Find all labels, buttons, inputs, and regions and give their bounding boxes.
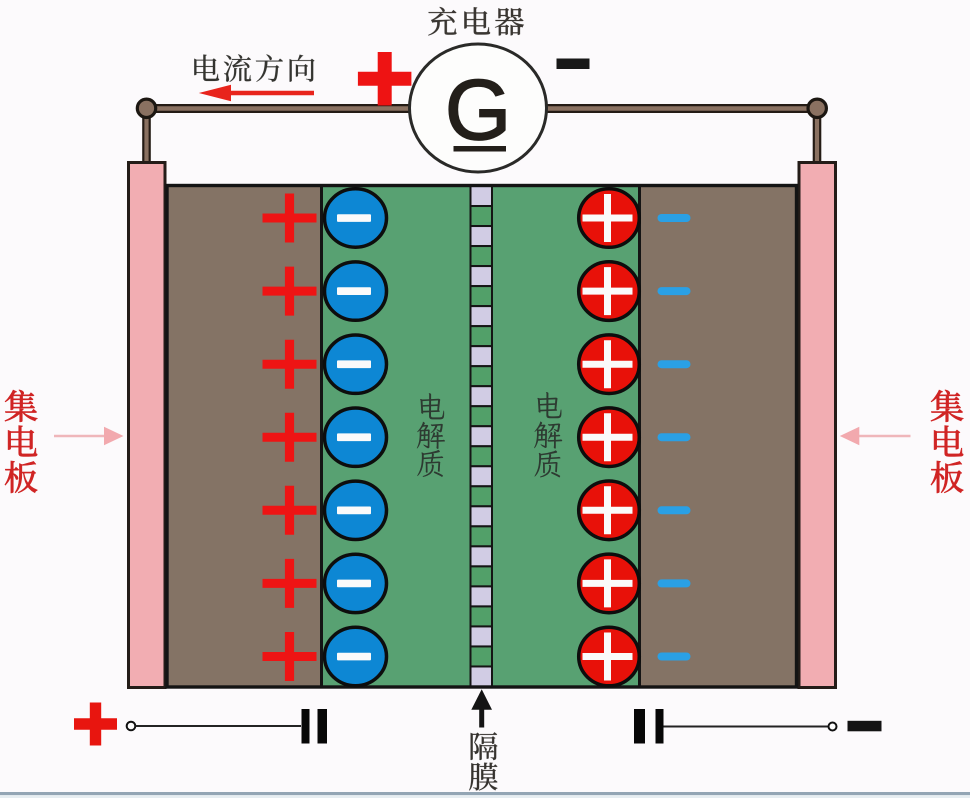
svg-text:G: G — [445, 63, 511, 158]
